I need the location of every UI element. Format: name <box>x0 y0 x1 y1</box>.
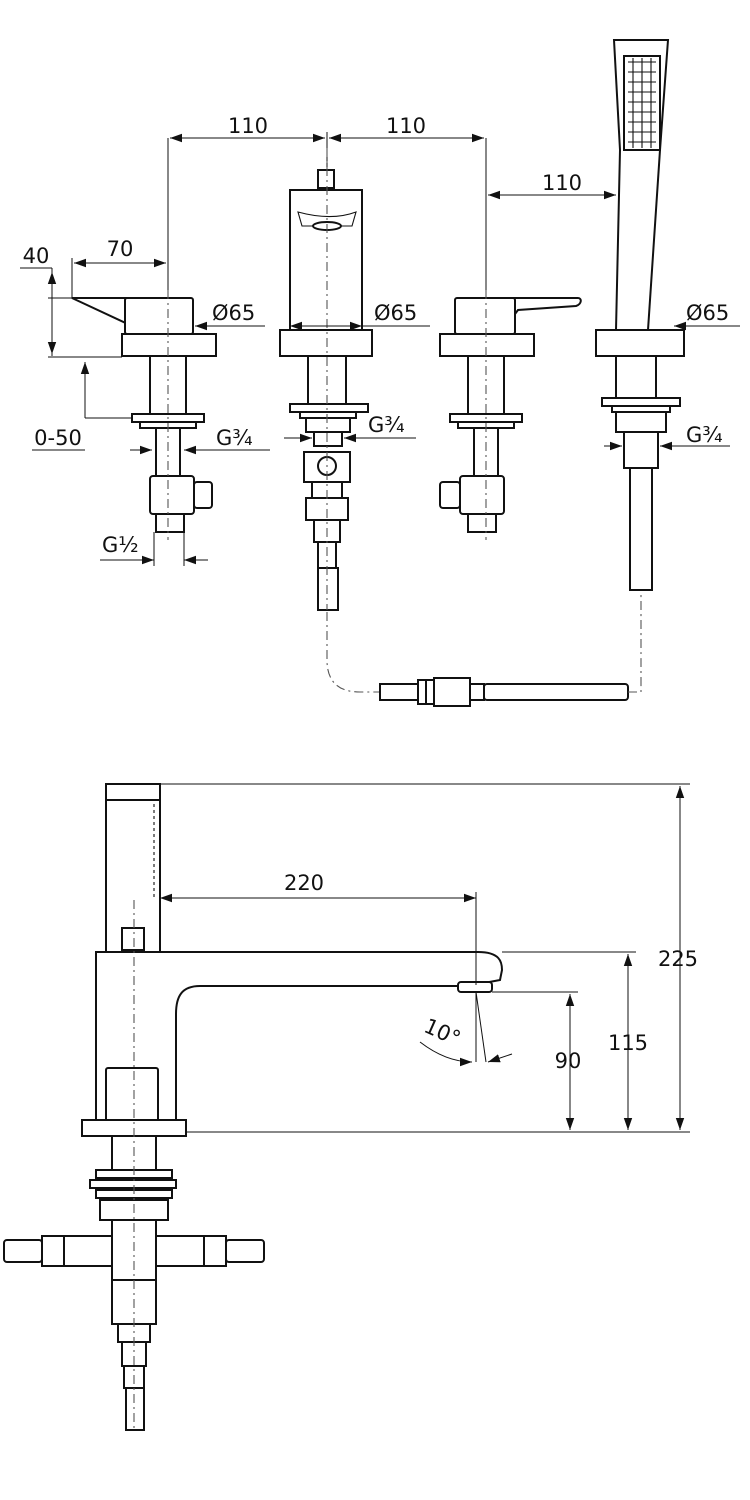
thread-label-3: G¾ <box>686 423 723 447</box>
side-hand-shower <box>105 783 161 957</box>
side-valve-stack <box>3 900 265 1431</box>
diameter-label-3: Ø65 <box>686 301 729 325</box>
spout-height-label: 115 <box>608 1031 648 1055</box>
diameter-label-2: Ø65 <box>374 301 417 325</box>
spacing-label-middle: 110 <box>386 114 426 138</box>
thread-label-2: G¾ <box>368 413 405 437</box>
angle-label: 10° <box>420 1014 464 1051</box>
thread-dimensions: G¾ G¾ G¾ G½ <box>100 413 730 566</box>
side-view: 220 225 115 90 10° <box>3 783 698 1431</box>
top-view: 110 110 110 40 70 0-50 <box>20 39 740 707</box>
lever-height-label: 40 <box>23 244 50 268</box>
spacing-dimensions: 110 110 110 <box>167 114 632 298</box>
reach-label: 220 <box>284 871 324 895</box>
inlet-thread-label: G½ <box>102 533 139 557</box>
thread-label-1: G¾ <box>216 426 253 450</box>
diameter-dimensions: Ø65 Ø65 Ø65 <box>195 301 740 331</box>
left-valve <box>71 290 217 540</box>
diameter-label-1: Ø65 <box>212 301 255 325</box>
deck-range-label: 0-50 <box>34 426 82 450</box>
angle-dimension: 10° <box>419 991 513 1067</box>
hand-shower <box>595 39 685 591</box>
total-height-label: 225 <box>658 947 698 971</box>
lever-dimensions: 40 70 0-50 <box>20 237 166 451</box>
right-valve <box>439 290 582 540</box>
center-valve <box>279 148 373 611</box>
lever-length-label: 70 <box>107 237 134 261</box>
outlet-height-label: 90 <box>555 1049 582 1073</box>
height-dimensions: 225 115 90 <box>160 783 698 1130</box>
spacing-label-right: 110 <box>542 171 582 195</box>
reach-dimension: 220 <box>160 871 477 985</box>
spacing-label-left: 110 <box>228 114 268 138</box>
shower-hose <box>326 592 642 707</box>
side-spout-body <box>81 951 690 1137</box>
